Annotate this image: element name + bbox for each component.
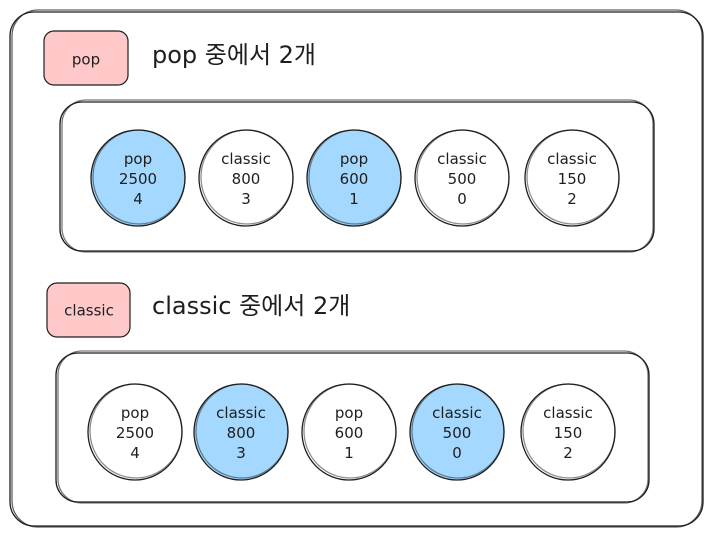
node-classic-4: pop 2500 4	[87, 383, 183, 481]
node-pop-0: classic 500 0	[414, 129, 510, 227]
node-circle-outline	[303, 383, 397, 479]
tag-classic-label: classic	[64, 302, 114, 320]
node-id-label: 3	[241, 190, 251, 208]
tag-classic: classic	[46, 282, 131, 338]
node-genre-label: pop	[121, 404, 149, 422]
node-pop-1: pop 600 1	[306, 129, 402, 227]
section-pop-heading: pop 중에서 2개	[152, 41, 316, 69]
node-genre-label: classic	[432, 404, 482, 422]
node-plays-label: 500	[443, 424, 472, 442]
node-plays-label: 2500	[119, 170, 157, 188]
node-genre-label: classic	[547, 150, 597, 168]
node-circle-outline	[416, 129, 510, 225]
node-plays-label: 150	[554, 424, 583, 442]
section-classic: classic classic 중에서 2개 pop25004classic80…	[46, 282, 650, 504]
node-genre-label: classic	[543, 404, 593, 422]
node-genre-label: classic	[437, 150, 487, 168]
node-circle-outline	[526, 129, 620, 225]
node-genre-label: pop	[124, 150, 152, 168]
node-plays-label: 800	[232, 170, 261, 188]
tag-pop-label: pop	[72, 51, 100, 69]
node-genre-label: pop	[335, 404, 363, 422]
node-circle-outline	[195, 383, 289, 479]
node-id-label: 1	[349, 190, 359, 208]
node-circle-outline	[89, 383, 183, 479]
node-circle-outline	[200, 129, 294, 225]
node-classic-2: classic 150 2	[520, 383, 616, 481]
node-pop-3: classic 800 3	[198, 129, 294, 227]
node-plays-label: 600	[340, 170, 369, 188]
section-pop: pop pop 중에서 2개 pop25004classic8003pop600…	[43, 30, 655, 253]
section-classic-heading: classic 중에서 2개	[152, 292, 350, 320]
node-id-label: 3	[236, 444, 246, 462]
node-plays-label: 500	[448, 170, 477, 188]
node-plays-label: 2500	[116, 424, 154, 442]
node-row-classic: pop25004classic8003pop6001classic5000cla…	[55, 350, 650, 504]
node-circle-outline	[411, 383, 505, 479]
node-row-pop: pop25004classic8003pop6001classic5000cla…	[59, 99, 655, 253]
node-id-label: 2	[567, 190, 577, 208]
node-classic-3: classic 800 3	[193, 383, 289, 481]
node-id-label: 1	[344, 444, 354, 462]
node-plays-label: 150	[558, 170, 587, 188]
node-classic-0: classic 500 0	[409, 383, 505, 481]
node-genre-label: pop	[340, 150, 368, 168]
node-id-label: 0	[452, 444, 462, 462]
node-classic-1: pop 600 1	[301, 383, 397, 481]
node-plays-label: 800	[227, 424, 256, 442]
node-id-label: 4	[133, 190, 143, 208]
tag-pop: pop	[43, 30, 129, 86]
node-id-label: 0	[457, 190, 467, 208]
node-circle-outline	[92, 129, 186, 225]
node-id-label: 4	[130, 444, 140, 462]
node-pop-4: pop 2500 4	[90, 129, 186, 227]
node-circle-outline	[308, 129, 402, 225]
node-genre-label: classic	[216, 404, 266, 422]
node-plays-label: 600	[335, 424, 364, 442]
outer-frame	[9, 9, 704, 528]
node-genre-label: classic	[221, 150, 271, 168]
node-circle-outline	[522, 383, 616, 479]
node-pop-2: classic 150 2	[524, 129, 620, 227]
node-id-label: 2	[563, 444, 573, 462]
